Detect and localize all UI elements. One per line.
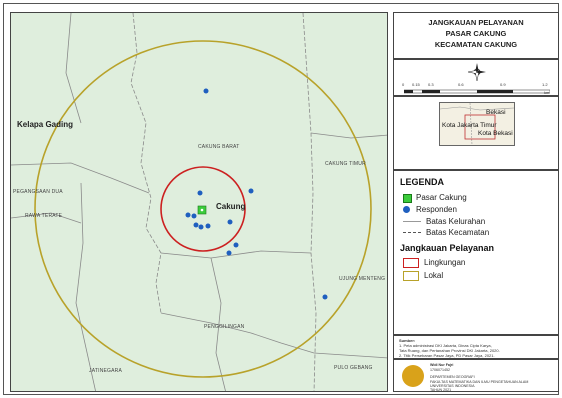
neighborhood-reach-ring: [160, 166, 246, 252]
scale-tick-2: 0.3: [428, 82, 434, 87]
market-swatch-icon: [403, 194, 412, 203]
kelurahan-boundary-8: [210, 257, 226, 391]
label-penggilingan: PENGGILINGAN: [204, 324, 245, 330]
footer-university: UNIVERSITAS INDONESIA: [430, 384, 475, 388]
legend-item-market: Pasar Cakung: [403, 193, 467, 203]
legend-reach-heading: Jangkauan Pelayanan: [400, 243, 495, 253]
footer-student-id: 1706071452: [430, 368, 450, 372]
scale-tick-5: 1.2: [542, 82, 548, 87]
respondent-point: [227, 219, 233, 225]
respondent-point: [197, 190, 203, 196]
respondent-point: [248, 188, 254, 194]
respondent-dot-icon: [403, 206, 410, 213]
legend-item-neighborhood: Lingkungan: [403, 258, 466, 268]
inset-box: Bekasi Kota Jakarta Timur Kota Bekasi: [393, 96, 559, 170]
legend-item-kelurahan: Batas Kelurahan: [403, 217, 486, 226]
legend-market-label: Pasar Cakung: [416, 193, 467, 202]
respondent-point: [185, 212, 191, 218]
respondent-point: [233, 242, 239, 248]
map-title: JANGKAUAN PELAYANAN PASAR CAKUNG KECAMAT…: [394, 13, 558, 50]
neighborhood-swatch-icon: [403, 258, 419, 268]
label-cakung: Cakung: [216, 202, 246, 211]
map-canvas: [11, 13, 387, 391]
legend-item-kecamatan: Batas Kecamatan: [403, 228, 490, 237]
footer-year: TAHUN 2021: [430, 388, 452, 392]
scale-bar: [404, 89, 550, 94]
source-line-3: 2. Titik Persebaran Pasar Jaya, PD Pasar…: [399, 353, 495, 358]
map-area[interactable]: Kelapa Gading CAKUNG BARAT CAKUNG TIMUR …: [10, 12, 388, 392]
inset-map: Bekasi Kota Jakarta Timur Kota Bekasi: [439, 102, 515, 146]
inset-label-kota-bekasi: Kota Bekasi: [478, 130, 513, 137]
legend-kelurahan-label: Batas Kelurahan: [426, 217, 486, 226]
kecamatan-line-icon: [403, 232, 421, 233]
north-scale-box: 0 0.15 0.3 0.6 0.9 1.2 km: [393, 59, 559, 96]
kelurahan-boundary-3: [75, 182, 96, 391]
source-heading: Sumber:: [399, 338, 416, 343]
respondent-point: [193, 222, 199, 228]
north-arrow-icon: [468, 63, 486, 81]
label-ujung-menteng: UJUNG MENTENG: [339, 276, 386, 282]
title-line-2: PASAR CAKUNG: [445, 29, 507, 38]
kecamatan-boundary-west: [130, 13, 162, 314]
legend-box: LEGENDA Pasar Cakung Responden Batas Kel…: [393, 170, 559, 335]
kelurahan-boundary-7: [65, 13, 82, 124]
label-rawa-terate: RAWA TERATE: [25, 213, 63, 219]
kelurahan-boundary-4: [160, 250, 312, 259]
source-line-2: Tata Ruang, dan Pertanahan Provinsi DKI …: [399, 348, 500, 353]
local-reach-ring: [34, 40, 372, 378]
kelurahan-boundary-6: [160, 312, 387, 359]
kelurahan-boundary-5: [310, 132, 387, 139]
label-cakung-timur: CAKUNG TIMUR: [325, 161, 366, 167]
legend-local-label: Lokal: [424, 271, 444, 280]
label-kelapa-gading: Kelapa Gading: [17, 120, 74, 129]
label-pegangsaan-dua: PEGANGSAAN DUA: [13, 189, 63, 195]
label-cakung-barat: CAKUNG BARAT: [198, 144, 240, 150]
footer-author: Widi Nur Fajri: [430, 363, 454, 367]
map-side-panel: JANGKAUAN PELAYANAN PASAR CAKUNG KECAMAT…: [393, 12, 559, 392]
respondent-point: [226, 250, 232, 256]
source-line-1: 1. Peta administrasi DKI Jakarta, Dinas …: [399, 343, 492, 348]
title-line-1: JANGKAUAN PELAYANAN: [428, 18, 524, 27]
respondent-point: [198, 224, 204, 230]
scale-tick-3: 0.6: [458, 82, 464, 87]
kelurahan-boundary-2: [11, 212, 82, 224]
legend-item-local: Lokal: [403, 271, 444, 281]
legend-neighborhood-label: Lingkungan: [424, 258, 466, 267]
university-logo-icon: [402, 365, 424, 387]
respondent-point: [191, 213, 197, 219]
kelurahan-line-icon: [403, 221, 421, 222]
inset-label-bekasi: Bekasi: [486, 109, 506, 116]
source-box: Sumber: 1. Peta administrasi DKI Jakarta…: [393, 335, 559, 359]
map-layout-frame: Kelapa Gading CAKUNG BARAT CAKUNG TIMUR …: [3, 3, 559, 395]
respondent-point: [205, 223, 211, 229]
legend-item-respondent: Responden: [403, 205, 457, 214]
local-swatch-icon: [403, 271, 419, 281]
label-pulo-gebang: PULO GEBANG: [334, 365, 373, 371]
legend-respondent-label: Responden: [416, 205, 457, 214]
title-line-3: KECAMATAN CAKUNG: [434, 40, 518, 49]
title-box: JANGKAUAN PELAYANAN PASAR CAKUNG KECAMAT…: [393, 12, 559, 59]
scale-tick-1: 0.15: [412, 82, 420, 87]
scale-unit: km: [544, 90, 550, 95]
respondent-point: [203, 88, 209, 94]
inset-label-kota-jakarta-timur: Kota Jakarta Timur: [442, 122, 497, 129]
scale-tick-0: 0: [402, 82, 405, 87]
footer-box: Widi Nur Fajri 1706071452 DEPARTEMEN GEO…: [393, 359, 559, 392]
respondent-point: [322, 294, 328, 300]
scale-tick-4: 0.9: [500, 82, 506, 87]
kecamatan-boundary-east: [302, 13, 317, 391]
legend-heading: LEGENDA: [400, 177, 445, 187]
label-jatinegara: JATINEGARA: [89, 368, 123, 374]
footer-department: DEPARTEMEN GEOGRAFI: [430, 375, 475, 379]
footer-faculty: FAKULTAS MATEMATIKA DAN ILMU PENGETAHUAN…: [430, 379, 529, 384]
legend-kecamatan-label: Batas Kecamatan: [426, 228, 490, 237]
